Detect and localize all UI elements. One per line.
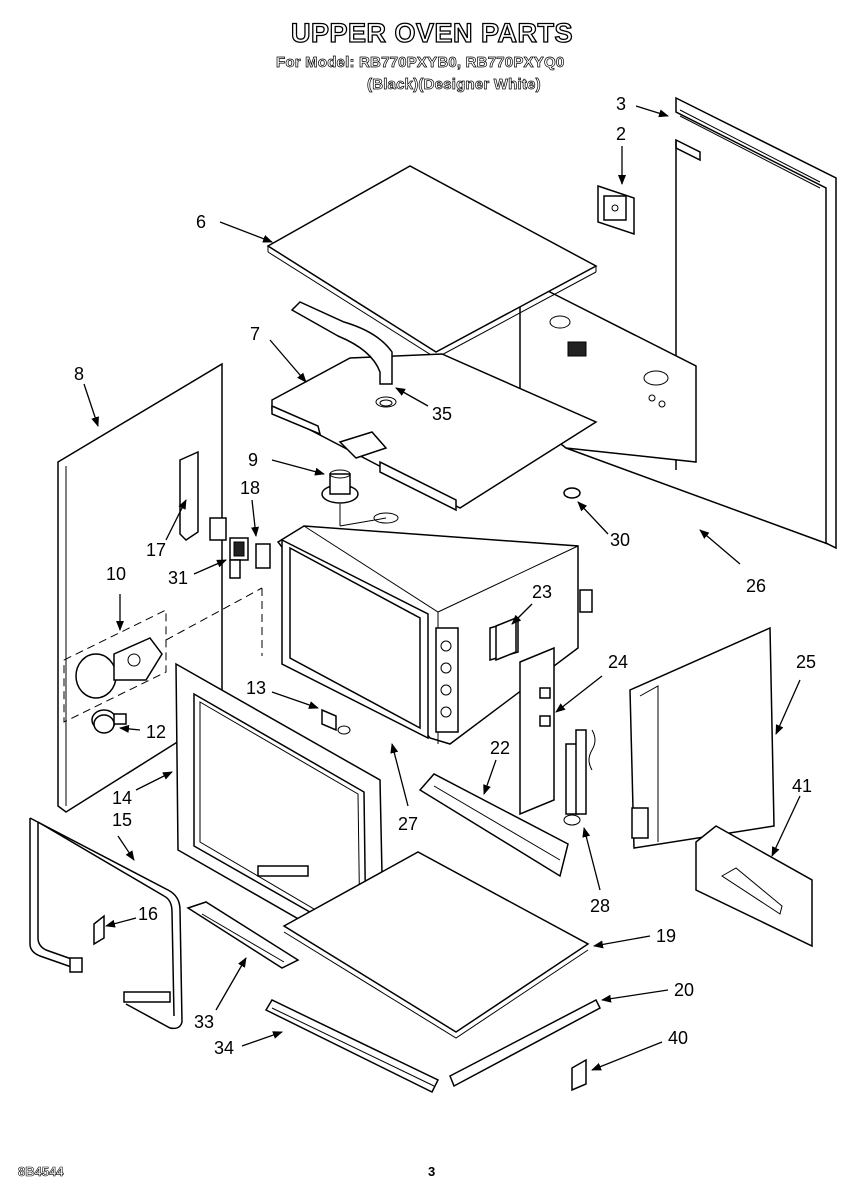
callout-26: 26: [746, 576, 766, 596]
part-41-bracket: [695, 825, 813, 948]
part-9-thermostat: [321, 469, 399, 527]
callout-33: 33: [194, 1012, 214, 1032]
callout-41: 41: [792, 776, 812, 796]
callout-22: 22: [490, 738, 510, 758]
callout-18: 18: [240, 478, 260, 498]
part-28-hinge: [563, 729, 596, 826]
part-40-clip: [571, 1058, 587, 1092]
model-colors: (Black)(Designer White): [367, 76, 541, 94]
part-24-hinge-bracket: [519, 646, 555, 816]
part-35-grommet: [379, 399, 393, 407]
part-33-vent: [186, 901, 300, 969]
callout-13: 13: [246, 678, 266, 698]
part-22-channel: [418, 773, 569, 878]
part-14-door-frame: [175, 662, 385, 970]
part-20-rail: [449, 998, 601, 1088]
callout-6: 6: [196, 212, 206, 232]
part-16-clip: [93, 914, 105, 946]
callout-16: 16: [138, 904, 158, 924]
callout-30: 30: [610, 530, 630, 550]
page-title: UPPER OVEN PARTS: [290, 17, 574, 48]
part-3-side-trim: [675, 96, 837, 550]
callout-2: 2: [616, 124, 626, 144]
callout-17: 17: [146, 540, 166, 560]
callout-labels: 3 2 6 7 8 35 9 18 17 31 10 30 26 23 24 2…: [74, 94, 816, 1058]
callout-28: 28: [590, 896, 610, 916]
callout-10: 10: [106, 564, 126, 584]
part-13-latch: [321, 708, 351, 735]
callout-24: 24: [608, 652, 628, 672]
model-numbers: For Model: RB770PXYB0, RB770PXYQ0: [276, 54, 565, 72]
part-34-bottom-trim: [264, 999, 440, 1094]
callout-23: 23: [532, 582, 552, 602]
callout-12: 12: [146, 722, 166, 742]
callout-7: 7: [250, 324, 260, 344]
page-number: 3: [428, 1164, 436, 1179]
part-18-bracket: [255, 543, 271, 569]
part-27-lamp-sockets: [435, 627, 459, 733]
callout-34: 34: [214, 1038, 234, 1058]
callout-leaders: [83, 105, 801, 1071]
part-12-bulb: [93, 714, 115, 734]
callout-19: 19: [656, 926, 676, 946]
oven-cavity: [276, 525, 593, 745]
part-30-plug: [563, 487, 581, 499]
part-19-oven-bottom: [282, 851, 590, 1039]
part-7-oven-top: [271, 301, 598, 512]
callout-9: 9: [248, 450, 258, 470]
callout-25: 25: [796, 652, 816, 672]
callout-3: 3: [616, 94, 626, 114]
part-25-side-panel: [629, 626, 775, 849]
callout-27: 27: [398, 814, 418, 834]
part-23-bracket: [495, 616, 517, 662]
part-31-switch: [229, 537, 249, 579]
document-number: 8B4544: [18, 1164, 64, 1180]
callout-8: 8: [74, 364, 84, 384]
part-15-gasket: [29, 817, 183, 1030]
callout-15: 15: [112, 810, 132, 830]
callout-14: 14: [112, 788, 132, 808]
callout-40: 40: [668, 1028, 688, 1048]
callout-20: 20: [674, 980, 694, 1000]
callout-35: 35: [432, 404, 452, 424]
callout-31: 31: [168, 568, 188, 588]
part-2-bracket: [597, 184, 635, 236]
